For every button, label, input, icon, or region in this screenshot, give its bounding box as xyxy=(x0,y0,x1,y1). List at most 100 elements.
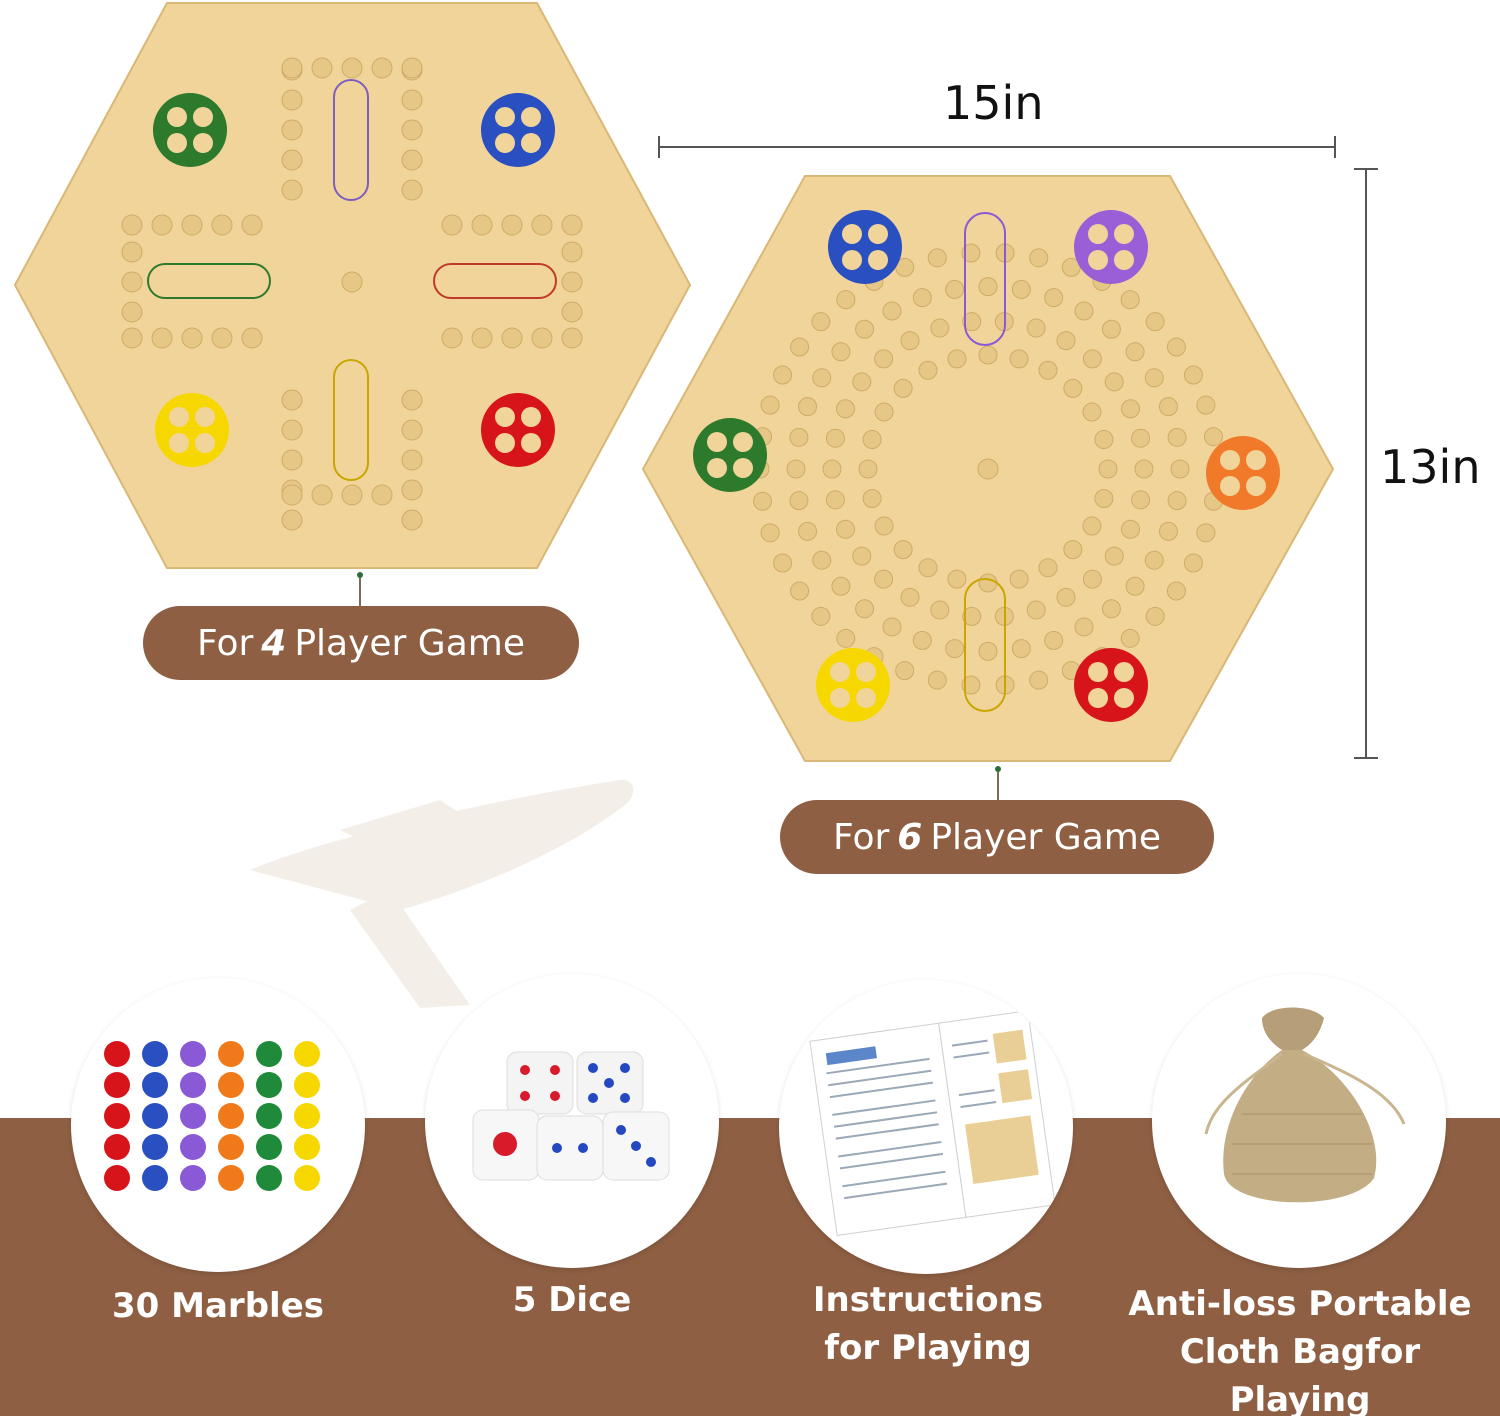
home-hole xyxy=(495,433,515,453)
board-hole xyxy=(825,490,845,510)
board-hole xyxy=(852,372,872,392)
board-hole xyxy=(918,360,938,380)
marble xyxy=(142,1165,168,1191)
marble xyxy=(180,1103,206,1129)
home-lane xyxy=(147,263,271,299)
home-hole xyxy=(1088,250,1108,270)
home-5 xyxy=(1074,648,1148,722)
board-hole xyxy=(912,288,932,308)
home-hole xyxy=(1114,662,1134,682)
board-hole xyxy=(1082,516,1102,536)
home-lane xyxy=(964,212,1006,346)
board-hole xyxy=(978,345,998,365)
marble xyxy=(180,1134,206,1160)
board-hole xyxy=(831,576,851,596)
board-hole xyxy=(918,558,938,578)
board-hole xyxy=(1183,365,1203,385)
board-hole xyxy=(281,484,303,506)
home-hole xyxy=(169,407,189,427)
width-dimension-label: 15in xyxy=(943,76,1044,130)
marble xyxy=(218,1072,244,1098)
home-1 xyxy=(1074,210,1148,284)
board-hole xyxy=(281,119,303,141)
board-hole xyxy=(181,327,203,349)
board-hole xyxy=(531,214,553,236)
marble xyxy=(294,1072,320,1098)
board-hole xyxy=(822,459,842,479)
board-hole xyxy=(281,57,303,79)
board-hole xyxy=(874,402,894,422)
board-hole xyxy=(893,378,913,398)
board-hole xyxy=(281,419,303,441)
board-hole xyxy=(978,573,998,593)
home-hole xyxy=(193,133,213,153)
four-player-label: For 4 Player Game xyxy=(143,606,579,680)
board-hole xyxy=(835,399,855,419)
four-player-label-prefix: For xyxy=(197,622,254,664)
home-lane xyxy=(333,79,369,201)
board-hole xyxy=(561,327,583,349)
home-hole xyxy=(868,224,888,244)
board-hole xyxy=(401,149,423,171)
home-base xyxy=(693,418,767,492)
board-hole xyxy=(241,327,263,349)
six-player-label-number: 6 xyxy=(897,816,923,858)
board-hole xyxy=(962,606,982,626)
board-hole xyxy=(1082,349,1102,369)
home-4 xyxy=(816,648,890,722)
instructions-circle xyxy=(779,980,1073,1274)
home-hole xyxy=(1246,476,1266,496)
marble xyxy=(104,1072,130,1098)
board-hole xyxy=(790,581,810,601)
four-player-board xyxy=(13,2,692,569)
marble xyxy=(218,1041,244,1067)
board-hole xyxy=(1044,630,1064,650)
board-hole xyxy=(401,57,423,79)
board-hole xyxy=(1125,342,1145,362)
board-hole xyxy=(211,214,233,236)
board-hole xyxy=(1038,360,1058,380)
home-lane xyxy=(964,578,1006,712)
board-hole xyxy=(812,368,832,388)
home-base xyxy=(481,93,555,167)
board-hole xyxy=(773,365,793,385)
board-hole xyxy=(1056,331,1076,351)
board-hole xyxy=(1094,429,1114,449)
board-hole xyxy=(882,617,902,637)
board-hole xyxy=(281,89,303,111)
board-hole xyxy=(831,342,851,362)
marble xyxy=(104,1134,130,1160)
board-hole xyxy=(281,449,303,471)
board-hole xyxy=(773,553,793,573)
home-hole xyxy=(169,433,189,453)
marble xyxy=(294,1134,320,1160)
board-hole xyxy=(1158,397,1178,417)
marble xyxy=(142,1041,168,1067)
board-hole xyxy=(121,214,143,236)
board-hole xyxy=(930,600,950,620)
board-hole xyxy=(151,327,173,349)
six-player-board xyxy=(641,175,1335,762)
board-hole xyxy=(790,337,810,357)
marble xyxy=(180,1072,206,1098)
board-hole xyxy=(962,312,982,332)
marbles-circle xyxy=(71,978,365,1272)
board-hole xyxy=(1011,279,1031,299)
board-hole xyxy=(1144,550,1164,570)
home-hole xyxy=(707,432,727,452)
board-hole xyxy=(1120,290,1140,310)
cloth-bag-icon xyxy=(1204,1007,1406,1203)
board-hole xyxy=(927,670,947,690)
home-lane xyxy=(333,359,369,481)
board-hole xyxy=(1063,540,1083,560)
board-hole xyxy=(978,277,998,297)
home-hole xyxy=(1114,224,1134,244)
board-hole xyxy=(978,641,998,661)
marble xyxy=(256,1165,282,1191)
six-player-label-suffix: Player Game xyxy=(930,816,1161,858)
board-hole xyxy=(930,318,950,338)
board-hole xyxy=(855,599,875,619)
board-hole xyxy=(760,395,780,415)
home-hole xyxy=(167,107,187,127)
board-hole xyxy=(1094,489,1114,509)
